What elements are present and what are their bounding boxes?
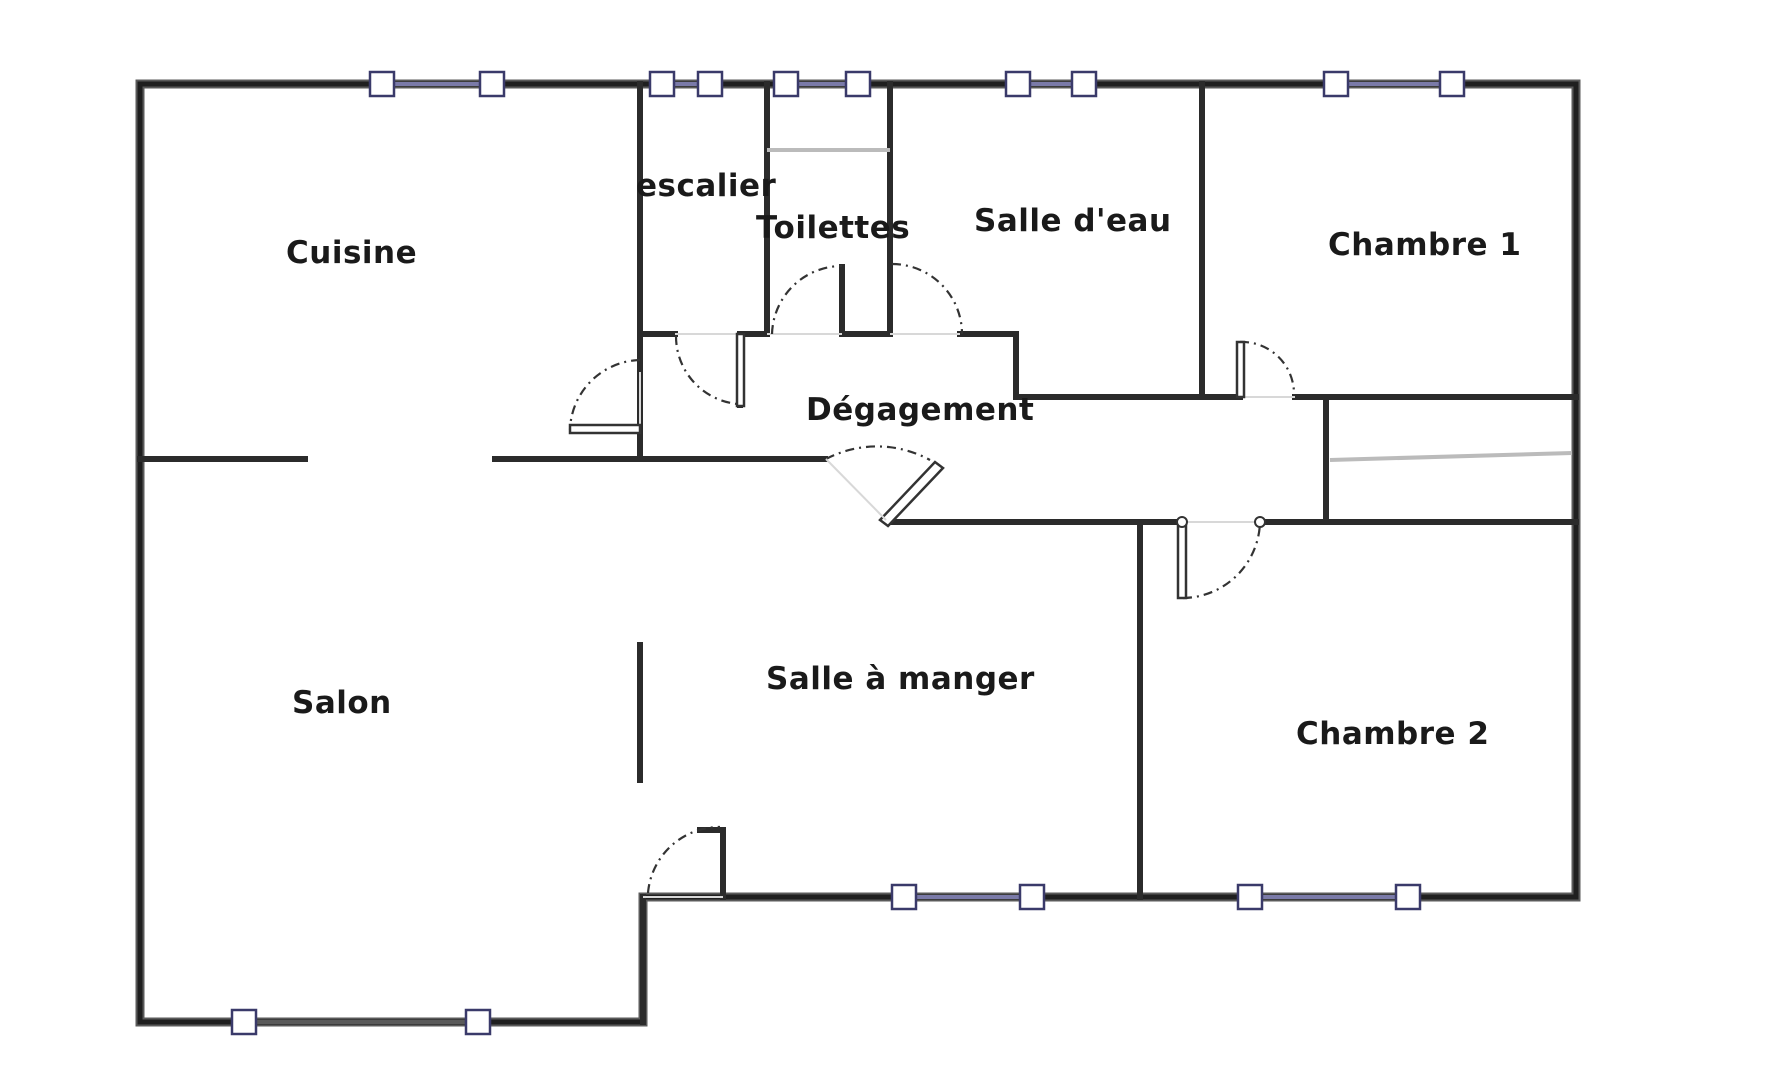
room-label-salon: Salon — [292, 685, 392, 721]
room-label-chambre-2: Chambre 2 — [1296, 716, 1490, 752]
room-label-degagement: Dégagement — [806, 392, 1035, 428]
room-label-salle-a-manger: Salle à manger — [766, 661, 1035, 697]
room-label-salle-eau: Salle d'eau — [974, 203, 1172, 239]
room-label-escalier: escalier — [636, 168, 777, 204]
room-label-toilettes: Toilettes — [756, 210, 911, 246]
interior-walls — [137, 81, 1579, 1025]
room-label-cuisine: Cuisine — [286, 235, 418, 271]
windows — [230, 70, 1466, 1036]
door-openings — [639, 333, 1295, 898]
doors — [568, 262, 1296, 894]
room-label-chambre-1: Chambre 1 — [1328, 227, 1522, 263]
